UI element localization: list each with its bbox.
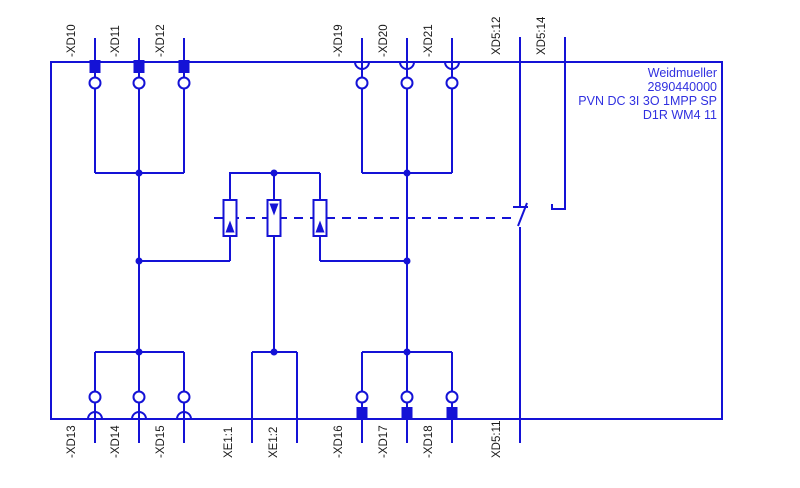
terminal-label-xd12: -XD12 <box>155 24 167 57</box>
terminal-label-xd19: -XD19 <box>333 24 345 57</box>
terminal-label-xd14: -XD14 <box>110 425 122 458</box>
terminal-label-xd5-12: XD5:12 <box>491 16 503 55</box>
terminal-label-xd5-14: XD5:14 <box>536 16 548 55</box>
conductors-top-middle <box>361 38 453 173</box>
terminal-label-xd10: -XD10 <box>66 24 78 57</box>
terminal-label-xe1-2: XE1:2 <box>268 426 280 458</box>
arrow-up-icon <box>315 220 325 233</box>
terminal-label-xd18: -XD18 <box>423 425 435 458</box>
terminal-symbols-xd19-xd21 <box>354 61 460 90</box>
arrow-up-icon <box>225 220 235 233</box>
arrester-left <box>222 173 238 261</box>
terminal-label-xd13: -XD13 <box>66 425 78 458</box>
arrester-middle <box>266 173 282 352</box>
terminal-label-xd20: -XD20 <box>378 24 390 57</box>
junction-dots <box>135 169 411 356</box>
terminal-label-xe1-1: XE1:1 <box>223 426 235 458</box>
signal-switch-contact <box>513 37 566 443</box>
device-type-line1: PVN DC 3I 3O 1MPP SP <box>578 94 717 108</box>
conductors-xe1 <box>251 352 298 443</box>
arrester-right <box>312 173 328 261</box>
conductors-top-left <box>94 38 185 173</box>
switch-blade <box>517 202 528 227</box>
terminal-label-xd5-11: XD5:11 <box>491 420 503 458</box>
terminal-symbols-xd13-xd15 <box>87 352 192 443</box>
device-info-block: Weidmueller 2890440000 PVN DC 3I 3O 1MPP… <box>578 66 717 122</box>
terminal-label-xd21: -XD21 <box>423 24 435 57</box>
terminal-symbols-xd10-xd12 <box>88 60 191 90</box>
switch-fixed-contact <box>551 37 566 210</box>
terminal-label-xd11: -XD11 <box>110 25 122 57</box>
device-outline-box <box>50 61 723 420</box>
arrow-down-icon <box>269 203 279 216</box>
device-type-line2: D1R WM4 11 <box>642 108 717 122</box>
device-part-number: 2890440000 <box>647 80 717 94</box>
terminal-label-xd17: -XD17 <box>378 425 390 458</box>
terminal-label-xd16: -XD16 <box>333 425 345 458</box>
device-brand: Weidmueller <box>647 66 717 80</box>
terminal-label-xd15: -XD15 <box>155 425 167 458</box>
terminal-symbols-xd16-xd18 <box>355 352 459 443</box>
